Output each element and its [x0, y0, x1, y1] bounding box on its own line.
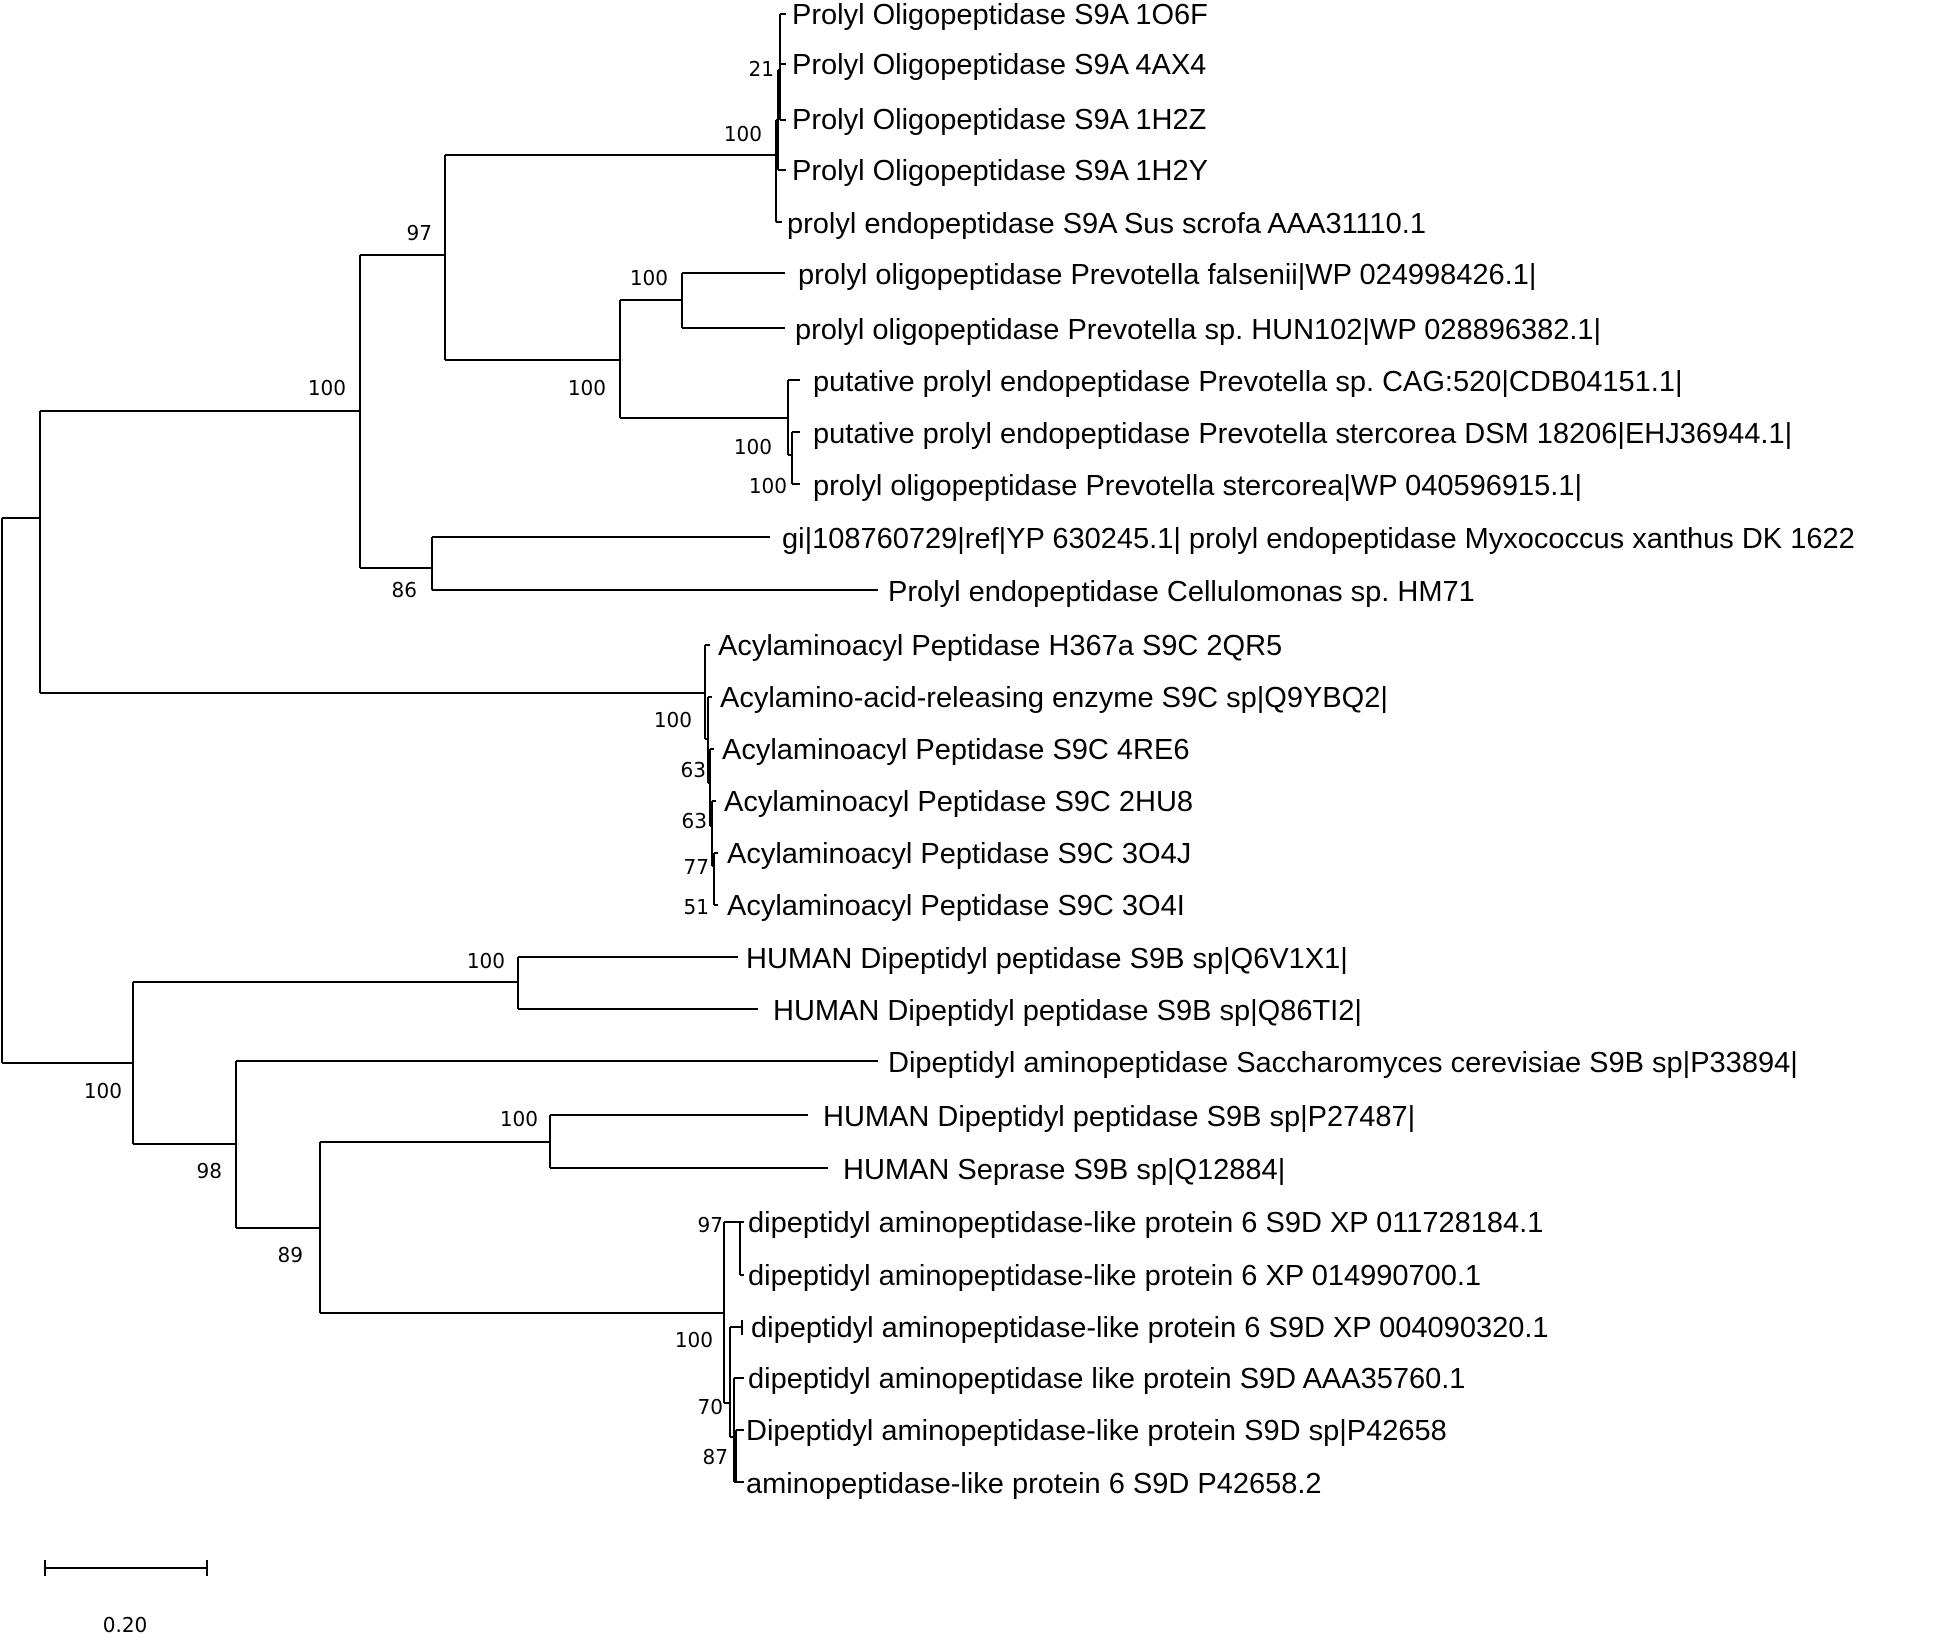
bootstrap-value: 63 [682, 809, 707, 833]
bootstrap-value: 100 [500, 1107, 538, 1131]
leaf-label: HUMAN Dipeptidyl peptidase S9B sp|Q86TI2… [773, 995, 1362, 1027]
bootstrap-value: 97 [407, 221, 432, 245]
leaf-label: prolyl oligopeptidase Prevotella falseni… [798, 259, 1536, 291]
bootstrap-value: 100 [675, 1328, 713, 1352]
bootstrap-value: 63 [681, 758, 706, 782]
leaf-label: Acylaminoacyl Peptidase H367a S9C 2QR5 [718, 630, 1282, 662]
bootstrap-value: 98 [197, 1159, 222, 1183]
bootstrap-value: 77 [684, 855, 709, 879]
bootstrap-value: 100 [724, 122, 762, 146]
leaf-label: prolyl oligopeptidase Prevotella stercor… [813, 470, 1582, 502]
bootstrap-value: 100 [654, 708, 692, 732]
leaf-label: prolyl endopeptidase S9A Sus scrofa AAA3… [787, 208, 1426, 240]
leaf-labels: Prolyl Oligopeptidase S9A 1O6F Prolyl Ol… [718, 0, 1855, 1500]
bootstrap-value: 100 [308, 376, 346, 400]
leaf-label: Dipeptidyl aminopeptidase-like protein S… [746, 1415, 1447, 1447]
bootstrap-value: 100 [630, 266, 668, 290]
leaf-label: HUMAN Dipeptidyl peptidase S9B sp|Q6V1X1… [746, 943, 1348, 975]
bootstrap-value: 100 [734, 435, 772, 459]
bootstrap-value: 70 [698, 1395, 723, 1419]
leaf-label: gi|108760729|ref|YP 630245.1| prolyl end… [782, 523, 1855, 555]
leaf-label: Dipeptidyl aminopeptidase Saccharomyces … [888, 1047, 1798, 1079]
tree-branches [1, 13, 878, 1576]
leaf-label: putative prolyl endopeptidase Prevotella… [813, 418, 1792, 450]
bootstrap-value: 100 [84, 1079, 122, 1103]
bootstrap-value: 51 [684, 895, 709, 919]
leaf-label: dipeptidyl aminopeptidase-like protein 6… [751, 1312, 1549, 1344]
bootstrap-value: 100 [749, 474, 787, 498]
leaf-label: putative prolyl endopeptidase Prevotella… [813, 366, 1683, 398]
bootstrap-value: 97 [698, 1213, 723, 1237]
leaf-label: dipeptidyl aminopeptidase-like protein 6… [748, 1207, 1543, 1239]
bootstrap-value: 100 [568, 376, 606, 400]
leaf-label: Prolyl Oligopeptidase S9A 1O6F [792, 0, 1208, 31]
bootstrap-value: 86 [392, 578, 417, 602]
leaf-label: Prolyl endopeptidase Cellulomonas sp. HM… [888, 576, 1475, 608]
bootstrap-value: 89 [278, 1243, 303, 1267]
scale-bar-label: 0.20 [103, 1613, 148, 1634]
bootstrap-support-labels: 21 100 97 100 100 100 100 100 86 100 63 … [84, 57, 787, 1469]
leaf-label: prolyl oligopeptidase Prevotella sp. HUN… [795, 314, 1601, 346]
leaf-label: Acylaminoacyl Peptidase S9C 4RE6 [722, 734, 1189, 766]
leaf-label: Acylaminoacyl Peptidase S9C 3O4I [727, 890, 1185, 922]
leaf-label: Prolyl Oligopeptidase S9A 4AX4 [792, 49, 1206, 81]
bootstrap-value: 100 [467, 949, 505, 973]
leaf-label: aminopeptidase-like protein 6 S9D P42658… [746, 1468, 1322, 1500]
leaf-label: dipeptidyl aminopeptidase like protein S… [748, 1363, 1465, 1395]
leaf-label: HUMAN Seprase S9B sp|Q12884| [843, 1154, 1285, 1186]
leaf-label: HUMAN Dipeptidyl peptidase S9B sp|P27487… [823, 1101, 1415, 1133]
leaf-label: Acylamino-acid-releasing enzyme S9C sp|Q… [720, 682, 1388, 714]
bootstrap-value: 21 [749, 57, 774, 81]
leaf-label: Acylaminoacyl Peptidase S9C 2HU8 [724, 786, 1193, 818]
leaf-label: Prolyl Oligopeptidase S9A 1H2Z [792, 104, 1206, 136]
leaf-label: dipeptidyl aminopeptidase-like protein 6… [748, 1260, 1481, 1292]
leaf-label: Acylaminoacyl Peptidase S9C 3O4J [727, 838, 1191, 870]
bootstrap-value: 87 [703, 1445, 728, 1469]
leaf-label: Prolyl Oligopeptidase S9A 1H2Y [792, 155, 1208, 187]
